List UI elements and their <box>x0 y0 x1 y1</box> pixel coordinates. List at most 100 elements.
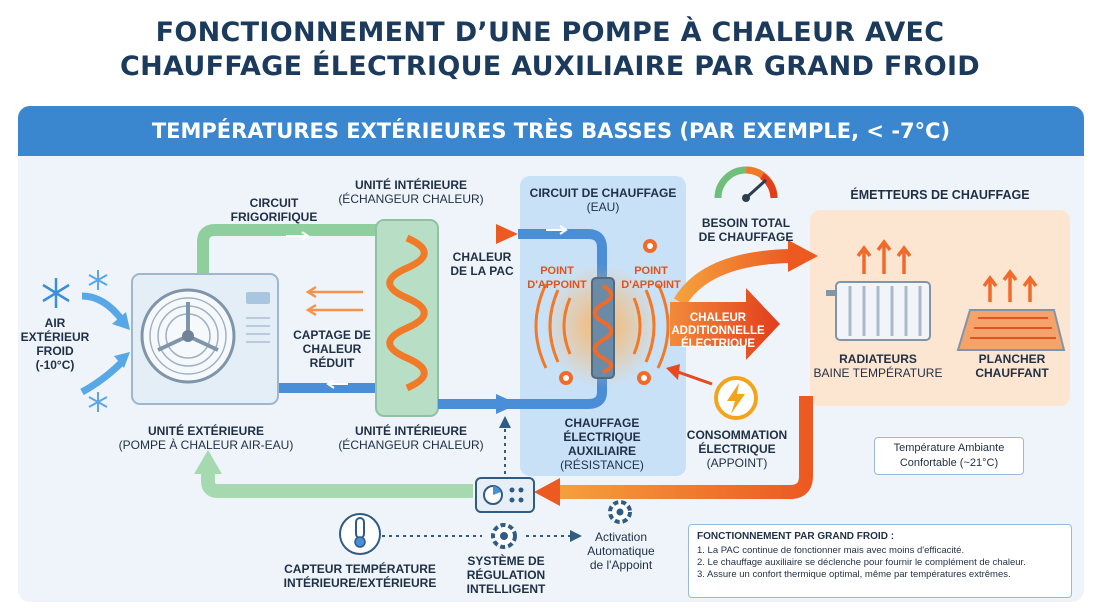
ambient-line2: Confortable (~21°C) <box>899 457 999 469</box>
ambient-temperature-box: Température Ambiante Confortable (~21°C) <box>874 437 1024 475</box>
return-pipe-orange <box>558 396 813 499</box>
besoin-arrow <box>673 249 791 306</box>
consumption-line1: CONSOMMATION <box>686 428 788 442</box>
radiators-title: RADIATEURS <box>839 352 917 366</box>
exchanger-coil <box>386 234 428 392</box>
auxiliary-heater-line2: ÉLECTRIQUE <box>563 430 641 444</box>
floor-heating-label: PLANCHER CHAUFFANT <box>954 352 1070 380</box>
diagram-panel: TEMPÉRATURES EXTÉRIEURES TRÈS BASSES (PA… <box>18 106 1084 602</box>
page-title: FONCTIONNEMENT D’UNE POMPE À CHALEUR AVE… <box>0 16 1100 84</box>
captage-line2: CHALEUR <box>302 342 362 356</box>
refrigerant-circuit-line1: CIRCUIT <box>249 196 299 210</box>
auxiliary-heater-label: CHAUFFAGE ÉLECTRIQUE AUXILIAIRE (RÉSISTA… <box>546 416 658 472</box>
heating-circuit-sub: (EAU) <box>586 200 620 214</box>
hot-pipe-pac-arrow <box>496 224 518 244</box>
controller-icon <box>475 477 535 513</box>
radiator-icon <box>826 281 931 341</box>
info-box: FONCTIONNEMENT PAR GRAND FROID : 1. La P… <box>688 524 1072 598</box>
return-arrow-head <box>194 450 222 474</box>
floor-heating-icon <box>956 309 1066 351</box>
besoin-arrow-head <box>788 240 818 272</box>
consumption-line2: ÉLECTRIQUE <box>698 442 776 456</box>
activation-line1: Activation <box>594 530 648 544</box>
cold-air-arrow-bottom-head <box>114 352 130 368</box>
fan-icon <box>140 288 236 384</box>
refrigerant-circuit-line2: FRIGORIFIQUE <box>230 210 318 224</box>
heating-pipe-top <box>518 229 607 278</box>
gear-icon <box>491 523 517 549</box>
cold-air-arrow-top <box>81 292 125 323</box>
indoor-unit-bottom-label: UNITÉ INTÉRIEURE (ÉCHANGEUR CHALEUR) <box>336 424 486 452</box>
heating-pipe-top-arrow <box>546 225 568 235</box>
outdoor-cold-pipe-arrow <box>326 379 348 389</box>
captage-line3: RÉDUIT <box>309 356 355 370</box>
temperature-banner: TEMPÉRATURES EXTÉRIEURES TRÈS BASSES (PA… <box>18 106 1084 156</box>
location-pin-icon <box>643 239 657 253</box>
gear-icon <box>608 500 632 524</box>
boost-point-left-line1: POINT <box>540 265 574 277</box>
captage-arrow-2 <box>305 303 363 317</box>
indoor-unit-top-title: UNITÉ INTÉRIEURE <box>354 178 467 192</box>
consumption-arrow <box>677 370 713 386</box>
pac-heat-line2: DE LA PAC <box>450 264 514 278</box>
additional-heat-line1: CHALEUR <box>689 312 747 324</box>
regulation-line2: RÉGULATION <box>466 568 546 582</box>
diagram-graphics <box>42 166 1070 555</box>
cold-air-arrow-bottom <box>80 359 125 396</box>
heating-circuit-title: CIRCUIT DE CHAUFFAGE <box>529 186 677 200</box>
return-pipe-orange-head <box>534 478 560 506</box>
consumption-sub: (APPOINT) <box>706 456 768 470</box>
emitters-zone <box>810 210 1070 406</box>
sensor-line2: INTÉRIEURE/EXTÉRIEURE <box>283 576 437 590</box>
lightning-icon <box>714 376 758 420</box>
heating-circuit-label: CIRCUIT DE CHAUFFAGE (EAU) <box>520 186 686 214</box>
consumption-arrow-head <box>666 364 680 380</box>
ambient-line1: Température Ambiante <box>893 442 1005 454</box>
snowflake-icon <box>42 278 70 308</box>
indoor-unit-bottom-title: UNITÉ INTÉRIEURE <box>354 424 467 438</box>
info-item: 2. Le chauffage auxiliaire se déclenche … <box>697 557 1026 568</box>
cold-air-arrow-top-head <box>112 312 130 330</box>
boost-point-right-line1: POINT <box>634 265 668 277</box>
regulation-line3: INTELLIGENT <box>466 582 546 596</box>
additional-heat-label: CHALEUR ADDITIONNELLE ÉLECTRIQUE <box>670 312 766 351</box>
info-item: 1. La PAC continue de fonctionner mais a… <box>697 545 965 556</box>
indoor-unit-top-label: UNITÉ INTÉRIEURE (ÉCHANGEUR CHALEUR) <box>336 178 486 206</box>
heat-waves-left <box>534 283 572 369</box>
boost-point-right-line2: D'APPOINT <box>621 279 681 291</box>
refrigerant-pipe-top-arrow <box>286 231 310 241</box>
snowflake-icon <box>88 270 108 290</box>
heat-waves-icon <box>982 269 1038 302</box>
heating-pipe-bottom-arrow <box>496 394 518 414</box>
sensor-label: CAPTEUR TEMPÉRATURE INTÉRIEURE/EXTÉRIEUR… <box>280 562 440 590</box>
heating-pipe-bottom <box>438 376 607 409</box>
activation-label: Activation Automatique de l'Appoint <box>578 530 664 572</box>
auxiliary-heater-sub: (RÉSISTANCE) <box>560 458 644 472</box>
pac-heat-label: CHALEUR DE LA PAC <box>442 250 522 278</box>
page-title-line1: FONCTIONNEMENT D’UNE POMPE À CHALEUR AVE… <box>155 17 945 48</box>
page-title-line2: CHAUFFAGE ÉLECTRIQUE AUXILIAIRE PAR GRAN… <box>119 51 981 82</box>
cold-air-label-line1: AIR <box>44 316 66 330</box>
boost-point-right-label: POINT D'APPOINT <box>616 264 686 292</box>
snowflake-icon <box>88 392 108 412</box>
captage-arrow-1 <box>305 285 363 299</box>
controller-link-up-head <box>499 416 511 428</box>
return-pipe-green <box>201 466 473 498</box>
location-pin-icon <box>559 371 573 385</box>
regulation-label: SYSTÈME DE RÉGULATION INTELLIGENT <box>454 554 558 596</box>
consumption-label: CONSOMMATION ÉLECTRIQUE (APPOINT) <box>678 428 796 470</box>
radiators-sub: BAINE TEMPÉRATURE <box>813 366 943 380</box>
thermometer-icon <box>339 513 381 555</box>
captage-label: CAPTAGE DE CHALEUR RÉDUIT <box>286 328 378 370</box>
cold-air-label-line2: EXTÉRIEUR <box>20 330 90 344</box>
emitters-title: ÉMETTEURS DE CHAUFFAGE <box>850 188 1030 202</box>
refrigerant-pipe-top <box>197 224 390 276</box>
cold-air-label: AIR EXTÉRIEUR FROID (-10°C) <box>18 316 92 372</box>
indoor-unit-top-sub: (ÉCHANGEUR CHALEUR) <box>338 192 484 206</box>
electric-heat-arrow <box>670 288 780 360</box>
activation-line3: de l'Appoint <box>589 558 653 572</box>
info-item: 3. Assure un confort thermique optimal, … <box>697 569 1011 580</box>
activation-line2: Automatique <box>587 544 655 558</box>
total-need-line1: BESOIN TOTAL <box>701 216 791 230</box>
outdoor-unit-title: UNITÉ EXTÉRIEURE <box>147 424 264 438</box>
